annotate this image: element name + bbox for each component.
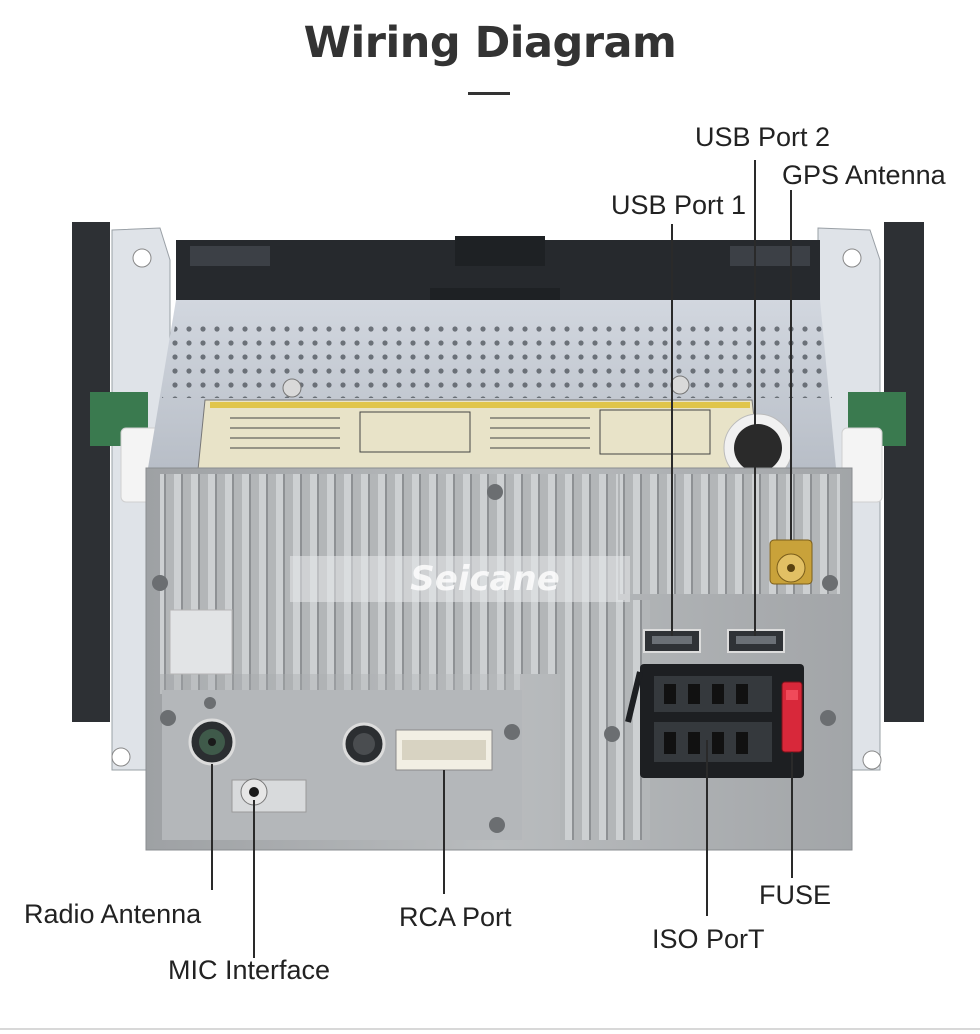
- leader-radio-antenna: [211, 764, 213, 890]
- spec-sticker: [197, 399, 793, 483]
- leader-gps-antenna: [790, 190, 792, 540]
- label-fuse: FUSE: [759, 880, 832, 910]
- mic-jack-icon: [231, 778, 307, 813]
- diagram-title: Wiring Diagram: [303, 18, 677, 68]
- label-radio-antenna: Radio Antenna: [24, 899, 202, 929]
- leader-usb-port-1: [671, 224, 673, 636]
- label-iso-port: ISO PorT: [652, 924, 765, 954]
- leader-iso-port: [706, 740, 708, 916]
- watermark-text: Seicane: [410, 559, 560, 599]
- fuse-icon: [781, 681, 803, 753]
- label-rca-port: RCA Port: [399, 902, 512, 932]
- bottom-divider: [0, 1028, 980, 1030]
- label-usb-port-2: USB Port 2: [695, 122, 831, 152]
- rca-header-icon: [395, 729, 493, 771]
- leader-usb-port-2: [754, 160, 756, 636]
- label-mic-interface: MIC Interface: [168, 955, 331, 985]
- label-gps-antenna: GPS Antenna: [782, 160, 946, 190]
- din-connector-icon: [342, 722, 386, 766]
- leader-mic-interface: [253, 800, 255, 958]
- leader-fuse: [791, 752, 793, 878]
- radio-antenna-jack-icon: [188, 718, 236, 766]
- top-frame: [176, 236, 820, 306]
- gps-antenna-connector-icon: [769, 539, 813, 585]
- watermark: Seicane: [290, 556, 630, 602]
- label-usb-port-1: USB Port 1: [611, 190, 747, 220]
- iso-connector-icon: [625, 664, 804, 778]
- leader-rca-port: [443, 770, 445, 894]
- usb-port-icon: [727, 629, 785, 653]
- title-underline: [468, 92, 510, 95]
